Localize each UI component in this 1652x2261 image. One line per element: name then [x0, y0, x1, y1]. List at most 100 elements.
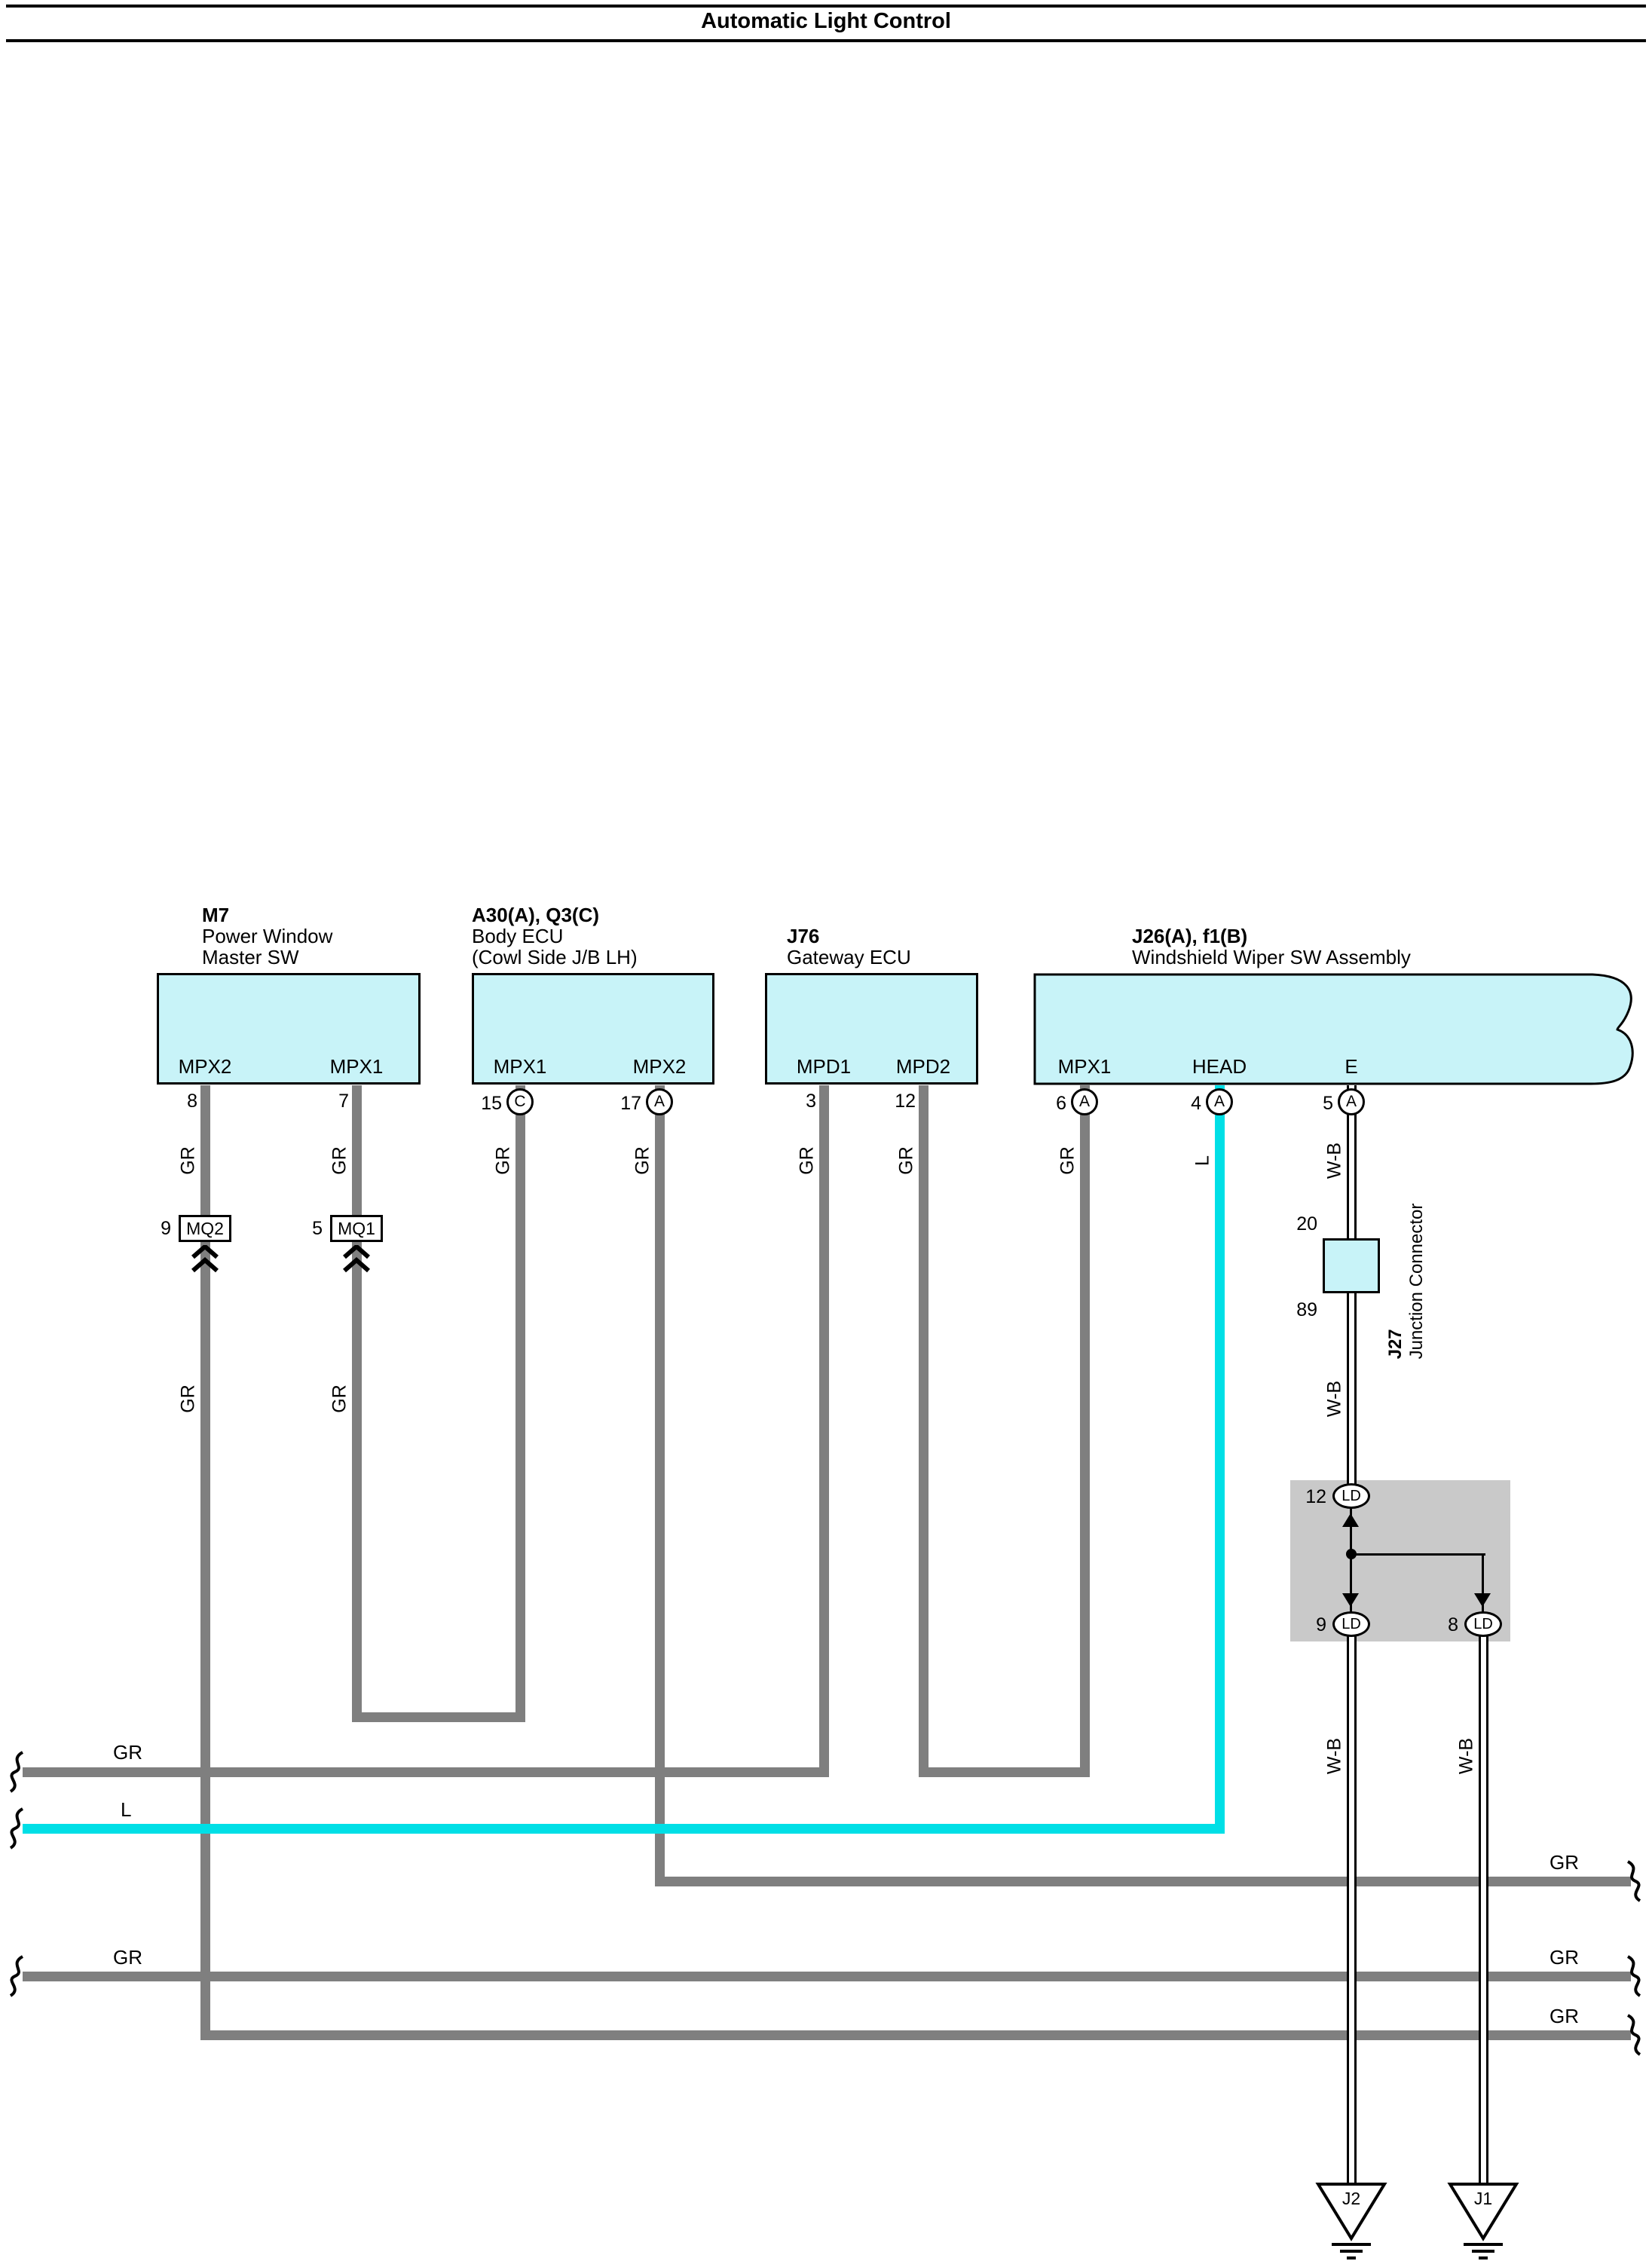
connector-mq1: MQ1: [330, 1215, 383, 1242]
arrow-down-icon: [1342, 1593, 1359, 1607]
wire-break-icon: [1626, 1860, 1641, 1902]
wire-color-label: GR: [895, 1146, 917, 1175]
wire-color-label: GR: [1550, 2005, 1579, 2027]
pin-number: 3: [806, 1091, 816, 1112]
component-desc: Body ECU: [472, 925, 564, 947]
wire-gr-body-mpx2: [655, 1085, 665, 1886]
pin-number: 17: [620, 1093, 641, 1114]
connector-ld-bottom-left: LD: [1332, 1611, 1370, 1637]
component-code: M7: [202, 904, 230, 926]
wire-gr-body-mpx1: [515, 1085, 525, 1722]
wire-l-horizontal: [23, 1824, 1224, 1834]
ld-pin-number: 8: [1448, 1614, 1458, 1635]
wire-gr-gateway-mpd2: [919, 1085, 928, 1777]
wire-break-icon: [9, 1955, 24, 1997]
ground-icon-j2: [1315, 2183, 1387, 2259]
component-desc: Power Window: [202, 925, 333, 947]
wire-color-label: GR: [113, 1946, 142, 1969]
junction-dot: [1346, 1549, 1357, 1559]
wire-wb-to-j2: [1347, 1634, 1357, 2186]
wire-color-label: W-B: [1323, 1380, 1345, 1418]
ground-label-j1: J1: [1473, 2189, 1493, 2208]
pin-label-body-mpx1: MPX1: [493, 1055, 547, 1078]
pin-label-m7-mpx2: MPX2: [178, 1055, 232, 1078]
wire-color-label: GR: [632, 1146, 653, 1175]
component-code: J26(A), f1(B): [1132, 925, 1248, 947]
wire-gr-mpd2-to-mpx1: [919, 1767, 1089, 1777]
component-box-body-ecu: [472, 973, 714, 1085]
component-header-m7: M7 Power Window Master SW: [202, 904, 332, 968]
wire-gr-horizontal-left: [23, 1767, 829, 1777]
shield-wire: [1350, 1507, 1352, 1614]
wire-gr-m7-mpx1: [352, 1085, 362, 1722]
arrow-down-icon: [1474, 1593, 1491, 1607]
wire-color-label: GR: [1057, 1146, 1078, 1175]
top-rule: [6, 5, 1646, 8]
pin-label-wiper-mpx1: MPX1: [1057, 1055, 1112, 1078]
junction-name: Junction Connector: [1406, 1203, 1427, 1360]
wire-l-wiper-head: [1215, 1085, 1225, 1834]
component-code: A30(A), Q3(C): [472, 904, 600, 926]
pin-label-body-mpx2: MPX2: [632, 1055, 687, 1078]
wire-gr-horizontal-bottom: [200, 2030, 1631, 2040]
pin-number: 5: [1323, 1093, 1333, 1114]
ground-icon-j1: [1447, 2183, 1519, 2259]
wire-color-label: L: [121, 1798, 132, 1821]
pin-label-wiper-e: E: [1345, 1055, 1358, 1078]
wire-gr-wiper-mpx1: [1080, 1085, 1090, 1777]
wire-gr-horizontal-full: [23, 1972, 1631, 1981]
ld-pin-number: 12: [1305, 1486, 1326, 1507]
wire-color-label: GR: [329, 1146, 350, 1175]
connector-chevron-icon: [191, 1245, 219, 1273]
pin-label-wiper-head: HEAD: [1192, 1055, 1247, 1078]
pin-label-gateway-mpd2: MPD2: [895, 1055, 951, 1078]
wire-color-label: W-B: [1323, 1142, 1345, 1179]
wire-color-label: GR: [1550, 1946, 1579, 1969]
wire-color-label: L: [1192, 1155, 1213, 1166]
component-box-m7: [157, 973, 421, 1085]
wire-color-label: GR: [492, 1146, 514, 1175]
component-desc: Master SW: [202, 946, 299, 968]
connector-pin-number: 5: [312, 1218, 323, 1239]
wire-gr-m7-mpx2: [200, 1085, 210, 2040]
junction-connector-label: J27 Junction Connector: [1385, 1204, 1427, 1360]
connector-letter-circle: A: [1338, 1088, 1365, 1115]
wire-color-label: GR: [329, 1384, 350, 1413]
junction-connector-j27: [1323, 1238, 1380, 1293]
wire-color-label: W-B: [1323, 1737, 1345, 1775]
wire-break-icon: [9, 1751, 24, 1793]
shield-wire: [1350, 1553, 1485, 1556]
connector-ld-bottom-right: LD: [1464, 1611, 1502, 1637]
pin-number: 4: [1191, 1093, 1201, 1114]
wire-color-label: GR: [177, 1146, 199, 1175]
connector-mq2: MQ2: [179, 1215, 231, 1242]
ground-label-j2: J2: [1341, 2189, 1361, 2208]
pin-label-gateway-mpd1: MPD1: [796, 1055, 852, 1078]
title-underline: [6, 39, 1646, 42]
pin-number: 12: [895, 1091, 916, 1112]
pin-number: 7: [338, 1091, 349, 1112]
wire-gr-mq1-to-body: [352, 1712, 525, 1722]
shield-wire: [1482, 1553, 1484, 1614]
component-box-gateway-ecu: [765, 973, 978, 1085]
wire-color-label: GR: [796, 1146, 818, 1175]
junction-pin-number: 20: [1296, 1213, 1317, 1235]
wire-wb-to-j1: [1479, 1634, 1488, 2186]
component-desc: Gateway ECU: [787, 946, 911, 968]
component-code: J76: [787, 925, 820, 947]
component-header-gateway: J76 Gateway ECU: [787, 926, 911, 968]
component-box-wiper-sw: [1033, 973, 1634, 1085]
wire-break-icon: [9, 1807, 24, 1849]
connector-letter-circle: A: [1071, 1088, 1098, 1115]
component-header-wiper: J26(A), f1(B) Windshield Wiper SW Assemb…: [1132, 926, 1411, 968]
wire-wb-e-to-j27: [1347, 1085, 1357, 1241]
wire-color-label: GR: [177, 1384, 199, 1413]
pin-number: 6: [1056, 1093, 1066, 1114]
wire-gr-gateway-mpd1: [819, 1085, 829, 1777]
wire-break-icon: [1626, 2014, 1641, 2056]
wire-break-icon: [1626, 1955, 1641, 1997]
junction-code: J27: [1385, 1329, 1406, 1360]
arrow-up-icon: [1342, 1513, 1359, 1527]
connector-chevron-icon: [343, 1245, 370, 1273]
